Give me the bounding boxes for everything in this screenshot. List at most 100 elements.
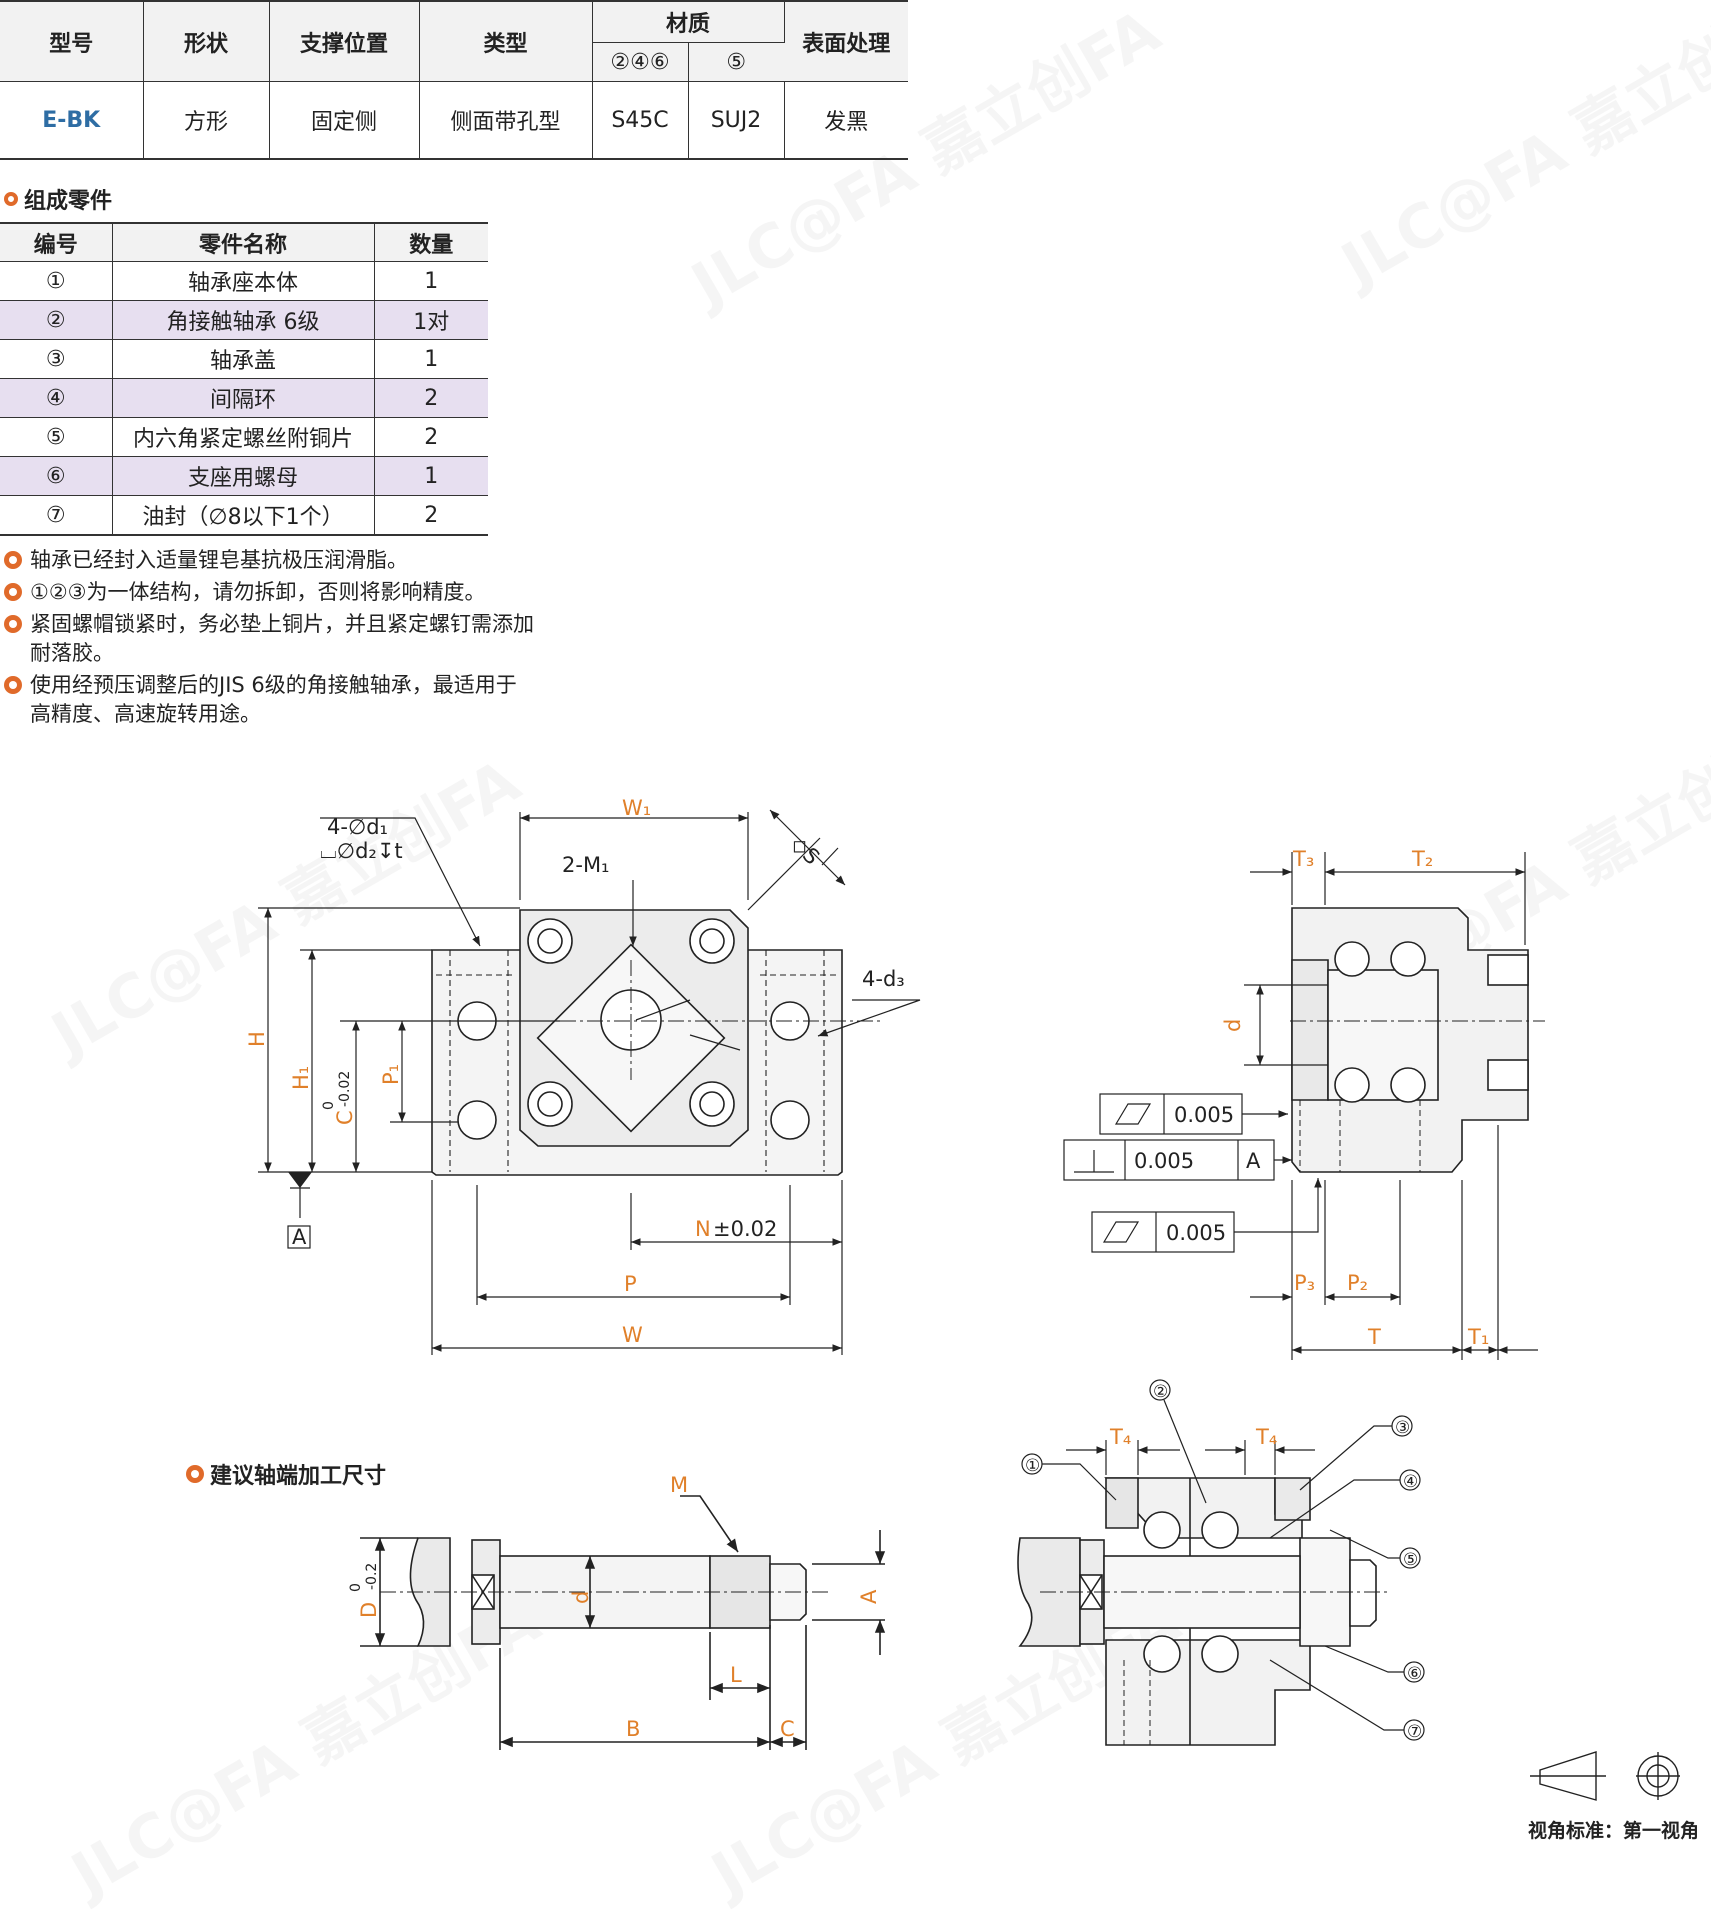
label-d: d xyxy=(1221,1019,1245,1032)
label-c-tol-bot: -0.02 xyxy=(337,1071,353,1107)
callout-2: ② xyxy=(1153,1382,1168,1402)
bullet-icon xyxy=(4,551,22,569)
part-qty: 1 xyxy=(374,456,488,496)
label-counterbore: ⌴∅d₂↧t xyxy=(320,839,403,863)
front-view-dimensions xyxy=(258,809,921,1355)
label-t4: T₄ xyxy=(1109,1425,1131,1449)
list-item: ①②③为一体结构，请勿拆卸，否则将影响精度。 xyxy=(4,578,564,607)
label-datum-a: A xyxy=(292,1225,307,1249)
callout-4: ④ xyxy=(1403,1472,1418,1492)
side-view xyxy=(1290,907,1545,1173)
label-shaft-l: L xyxy=(730,1663,742,1687)
label-shaft-d: d xyxy=(569,1591,593,1604)
label-p: P xyxy=(624,1272,637,1296)
header-material: 材质 xyxy=(592,1,785,43)
label-shaft-c: C xyxy=(780,1717,795,1741)
note-text: 轴承已经封入适量锂皂基抗极压润滑脂。 xyxy=(30,548,408,572)
parts-header-qty: 数量 xyxy=(374,223,488,262)
part-no: ⑥ xyxy=(0,456,113,496)
first-angle-projection-icon xyxy=(1530,1751,1680,1801)
cell-type: 侧面带孔型 xyxy=(419,81,593,160)
header-support: 支撑位置 xyxy=(269,1,420,82)
label-shaft-a: A xyxy=(857,1589,881,1604)
cell-support: 固定侧 xyxy=(269,81,420,160)
notes-list: 轴承已经封入适量锂皂基抗极压润滑脂。 ①②③为一体结构，请勿拆卸，否则将影响精度… xyxy=(4,546,564,732)
part-name: 轴承座本体 xyxy=(112,261,375,301)
label-w: W xyxy=(622,1323,643,1347)
list-item: 轴承已经封入适量锂皂基抗极压润滑脂。 xyxy=(4,546,564,575)
label-shaft-m: M xyxy=(670,1473,688,1497)
label-c-tol-top: 0 xyxy=(321,1101,337,1110)
part-no: ⑤ xyxy=(0,417,113,457)
label-t: T xyxy=(1367,1325,1381,1349)
side-view-dimensions xyxy=(1063,852,1538,1360)
label-m1: 2-M₁ xyxy=(562,853,609,877)
label-hole-d1: 4-∅d₁ xyxy=(327,815,388,839)
tolerance-reference: A xyxy=(1246,1149,1261,1173)
label-n-tol: ±0.02 xyxy=(713,1217,777,1241)
part-name: 油封（∅8以下1个） xyxy=(112,495,375,536)
label-shaft-dd: D xyxy=(357,1602,381,1618)
front-view xyxy=(431,909,880,1176)
label-shaft-dd-tol-top: 0 xyxy=(348,1583,364,1592)
part-qty: 1对 xyxy=(374,300,488,340)
label-h1: H₁ xyxy=(289,1066,313,1090)
view-standard: 视角标准：第一视角 xyxy=(1527,1820,1699,1842)
cell-shape: 方形 xyxy=(143,81,270,160)
bullet-icon xyxy=(186,1465,204,1483)
header-material-b: ⑤ xyxy=(688,42,785,82)
part-qty: 1 xyxy=(374,339,488,379)
cell-surface: 发黑 xyxy=(784,81,909,160)
callout-1: ① xyxy=(1025,1456,1040,1476)
cell-material-b: SUJ2 xyxy=(688,81,785,160)
label-s: ◇S xyxy=(786,832,824,870)
header-shape: 形状 xyxy=(143,1,270,82)
ring-bullet-icon xyxy=(4,192,18,206)
part-no: ② xyxy=(0,300,113,340)
list-item: 紧固螺帽锁紧时，务必垫上铜片，并且紧定螺钉需添加耐落胶。 xyxy=(4,610,564,668)
callout-5: ⑤ xyxy=(1403,1550,1418,1570)
cell-material-a: S45C xyxy=(592,81,689,160)
label-c: C xyxy=(333,1110,357,1125)
cell-model: E-BK xyxy=(0,81,144,160)
bullet-icon xyxy=(4,676,22,694)
bullet-icon xyxy=(4,615,22,633)
shaft-title-text: 建议轴端加工尺寸 xyxy=(210,1464,387,1489)
label-t4: T₄ xyxy=(1255,1425,1277,1449)
note-text: 紧固螺帽锁紧时，务必垫上铜片，并且紧定螺钉需添加耐落胶。 xyxy=(30,612,534,665)
label-t3: T₃ xyxy=(1292,847,1314,871)
tolerance-value: 0.005 xyxy=(1166,1221,1226,1245)
part-name: 支座用螺母 xyxy=(112,456,375,496)
datum-triangle-icon xyxy=(288,1172,312,1188)
shaft-drawing xyxy=(360,1495,886,1750)
part-name: 轴承盖 xyxy=(112,339,375,379)
header-surface: 表面处理 xyxy=(784,1,909,82)
label-p1: P₁ xyxy=(379,1064,403,1085)
part-name: 角接触轴承 6级 xyxy=(112,300,375,340)
label-n: N xyxy=(695,1217,711,1241)
part-qty: 2 xyxy=(374,378,488,418)
label-t1: T₁ xyxy=(1467,1325,1489,1349)
part-no: ④ xyxy=(0,378,113,418)
spec-row: E-BK 方形 固定侧 侧面带孔型 S45C SUJ2 发黑 xyxy=(0,81,909,160)
technical-drawing: 4-∅d₁ ⌴∅d₂↧t W₁ 2-M₁ ◇S 4-d₃ H H₁ C 0 -0… xyxy=(245,796,1680,1801)
list-item: 使用经预压调整后的JIS 6级的角接触轴承，最适用于高精度、高速旋转用途。 xyxy=(4,671,564,729)
callout-7: ⑦ xyxy=(1407,1722,1422,1742)
label-p3: P₃ xyxy=(1294,1271,1315,1295)
note-text: ①②③为一体结构，请勿拆卸，否则将影响精度。 xyxy=(30,580,486,604)
note-text: 使用经预压调整后的JIS 6级的角接触轴承，最适用于高精度、高速旋转用途。 xyxy=(30,673,517,726)
part-qty: 1 xyxy=(374,261,488,301)
callout-6: ⑥ xyxy=(1407,1664,1422,1684)
label-shaft-dd-tol-bot: -0.2 xyxy=(364,1563,380,1590)
part-no: ① xyxy=(0,261,113,301)
label-t2: T₂ xyxy=(1411,847,1433,871)
shaft-section-title: 建议轴端加工尺寸 xyxy=(186,1458,386,1490)
section-view xyxy=(1017,1477,1390,1746)
